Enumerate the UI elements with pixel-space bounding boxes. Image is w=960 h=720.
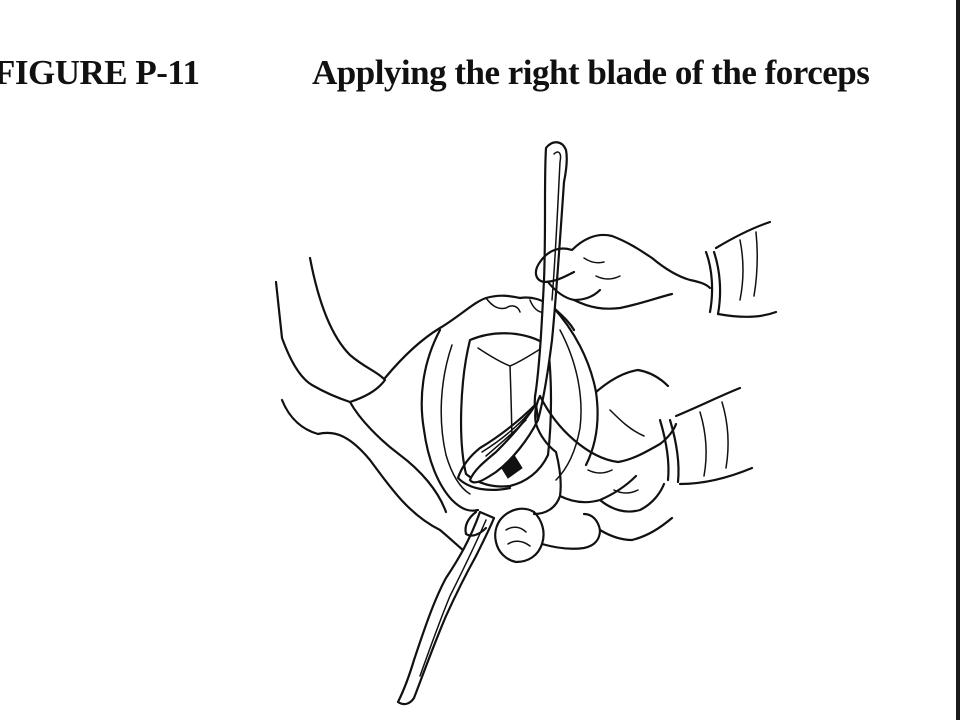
figure-caption: FIGURE P-11 Applying the right blade of … xyxy=(0,48,940,98)
forceps-blade-fenestration xyxy=(481,411,531,457)
page-edge-rule xyxy=(956,0,960,720)
left-thigh-outline xyxy=(274,256,387,404)
vulva-inner-right xyxy=(555,329,582,481)
lower-hand-knuckles xyxy=(587,469,639,494)
upper-sleeve-folds xyxy=(739,231,759,301)
vulva-inner-left xyxy=(440,344,471,495)
forceps-blade-curve xyxy=(456,402,538,491)
forceps-line-drawing xyxy=(274,141,778,706)
upper-hand-knuckles xyxy=(583,257,621,280)
left-leg-lower xyxy=(280,398,472,558)
forceps-blade-shank xyxy=(468,402,540,484)
perineal-body xyxy=(494,507,545,564)
figure-title: Applying the right blade of the forceps xyxy=(312,53,870,92)
lower-forceps-edge xyxy=(419,519,487,677)
figure-label: FIGURE P-11 xyxy=(0,53,200,92)
lower-hand xyxy=(532,394,678,516)
forceps-handle-inner xyxy=(551,151,562,301)
left-buttock-curve xyxy=(348,400,448,514)
lower-forceps-handle xyxy=(396,510,496,706)
lower-sleeve-folds xyxy=(699,401,729,477)
right-buttock xyxy=(540,512,602,550)
lower-glove-cuff xyxy=(658,418,680,484)
upper-sleeve xyxy=(714,220,778,318)
lower-forceps-lock xyxy=(464,510,488,537)
lower-sleeve xyxy=(674,386,754,486)
perineal-folds xyxy=(505,526,531,547)
fetal-head-crown xyxy=(459,332,553,488)
upper-hand xyxy=(534,233,712,310)
right-thigh-outline xyxy=(594,368,674,542)
right-thigh-crease xyxy=(609,409,645,437)
vulva-outline-left xyxy=(420,328,480,512)
upper-glove-cuff xyxy=(704,250,722,316)
forceps-illustration xyxy=(0,110,960,720)
